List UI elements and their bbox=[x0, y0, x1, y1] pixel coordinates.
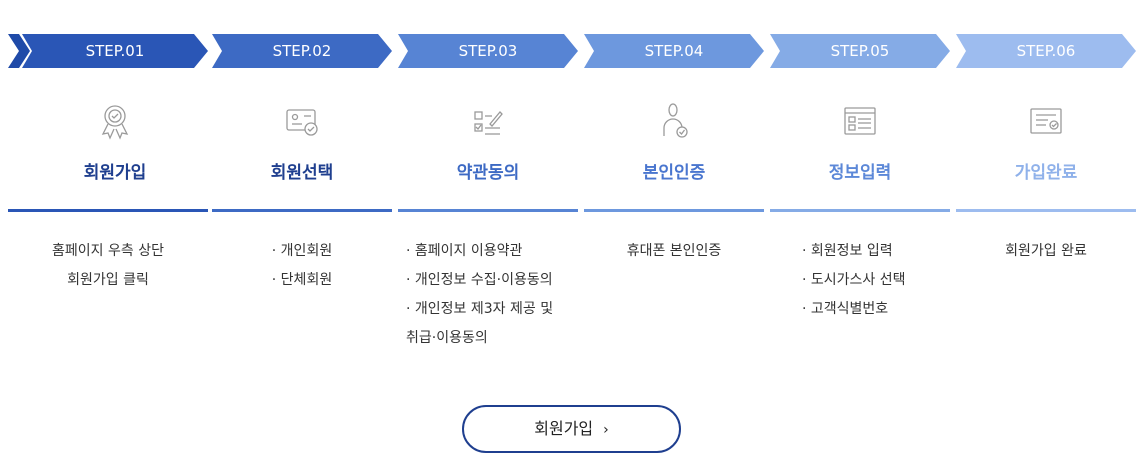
desc-line: · 도시가스사 선택 bbox=[802, 272, 906, 288]
step-4-label: STEP.04 bbox=[644, 42, 704, 60]
form-window-icon bbox=[842, 102, 878, 142]
lead-chevron bbox=[8, 34, 30, 68]
certificate-check-icon bbox=[1028, 102, 1064, 142]
step-2-label: STEP.02 bbox=[272, 42, 332, 60]
step-4-title: 본인인증 bbox=[642, 163, 706, 183]
step-1-desc: 홈페이지 우측 상단 회원가입 클릭 bbox=[8, 237, 208, 295]
step-6-underline bbox=[956, 209, 1136, 212]
chevron-right-icon: › bbox=[603, 422, 609, 438]
step-4-arrow: STEP.04 bbox=[584, 34, 764, 68]
step-6-label: STEP.06 bbox=[1016, 42, 1076, 60]
desc-line: · 고객식별번호 bbox=[802, 301, 889, 317]
step-2-desc: · 개인회원 · 단체회원 bbox=[212, 237, 392, 295]
step-3-desc: · 홈페이지 이용약관 · 개인정보 수집·이용동의 · 개인정보 제3자 제공… bbox=[406, 237, 578, 353]
step-5-label: STEP.05 bbox=[830, 42, 890, 60]
step-5-arrow: STEP.05 bbox=[770, 34, 950, 68]
step-2-arrow: STEP.02 bbox=[212, 34, 392, 68]
step-3-underline bbox=[398, 209, 578, 212]
desc-line: 회원가입 완료 bbox=[1005, 243, 1087, 259]
member-card-check-icon bbox=[284, 102, 320, 142]
step-4: STEP.04 본인인증 휴대폰 본인인증 bbox=[584, 0, 764, 380]
step-6-desc: 회원가입 완료 bbox=[956, 237, 1136, 266]
step-2-underline bbox=[212, 209, 392, 212]
step-1: STEP.01 회원가입 홈페이지 우측 상단 회원가입 클릭 bbox=[8, 0, 208, 380]
desc-line: 홈페이지 우측 상단 bbox=[52, 243, 164, 259]
desc-line: 회원가입 클릭 bbox=[67, 272, 149, 288]
step-6-arrow: STEP.06 bbox=[956, 34, 1136, 68]
step-6: STEP.06 가입완료 회원가입 완료 bbox=[956, 0, 1136, 380]
step-1-title: 회원가입 bbox=[83, 163, 147, 183]
desc-line: · 회원정보 입력 bbox=[802, 243, 893, 259]
desc-line: · 개인회원 bbox=[271, 243, 333, 259]
step-5-title: 정보입력 bbox=[828, 163, 892, 183]
desc-line: 휴대폰 본인인증 bbox=[626, 243, 722, 259]
step-4-underline bbox=[584, 209, 764, 212]
step-2: STEP.02 회원선택 · 개인회원 · 단체회원 bbox=[212, 0, 392, 380]
step-3-arrow: STEP.03 bbox=[398, 34, 578, 68]
step-1-arrow: STEP.01 bbox=[22, 34, 208, 68]
desc-line: 취급·이용동의 bbox=[406, 330, 488, 346]
step-5-underline bbox=[770, 209, 950, 212]
step-1-label: STEP.01 bbox=[85, 42, 145, 60]
desc-line: · 개인정보 제3자 제공 및 bbox=[406, 301, 554, 317]
step-4-desc: 휴대폰 본인인증 bbox=[584, 237, 764, 266]
step-2-title: 회원선택 bbox=[270, 163, 334, 183]
step-3: STEP.03 약관동의 · 홈페이지 이용약관 · 개인정보 수집·이용동의 … bbox=[398, 0, 578, 380]
step-5: STEP.05 정보입력 · 회원정보 입력 · 도시가스사 선택 · 고객식별… bbox=[770, 0, 950, 380]
checklist-pen-icon bbox=[470, 102, 506, 142]
signup-button-label: 회원가입 bbox=[534, 419, 594, 438]
user-verify-icon bbox=[656, 102, 692, 142]
step-3-label: STEP.03 bbox=[458, 42, 518, 60]
step-3-title: 약관동의 bbox=[456, 163, 520, 183]
step-6-title: 가입완료 bbox=[1014, 163, 1078, 183]
award-ribbon-icon bbox=[97, 102, 133, 142]
desc-line: · 개인정보 수집·이용동의 bbox=[406, 272, 553, 288]
desc-line: · 단체회원 bbox=[271, 272, 333, 288]
desc-line: · 홈페이지 이용약관 bbox=[406, 243, 523, 259]
step-1-underline bbox=[8, 209, 208, 212]
step-5-desc: · 회원정보 입력 · 도시가스사 선택 · 고객식별번호 bbox=[802, 237, 950, 324]
signup-button[interactable]: 회원가입 › bbox=[462, 405, 681, 453]
